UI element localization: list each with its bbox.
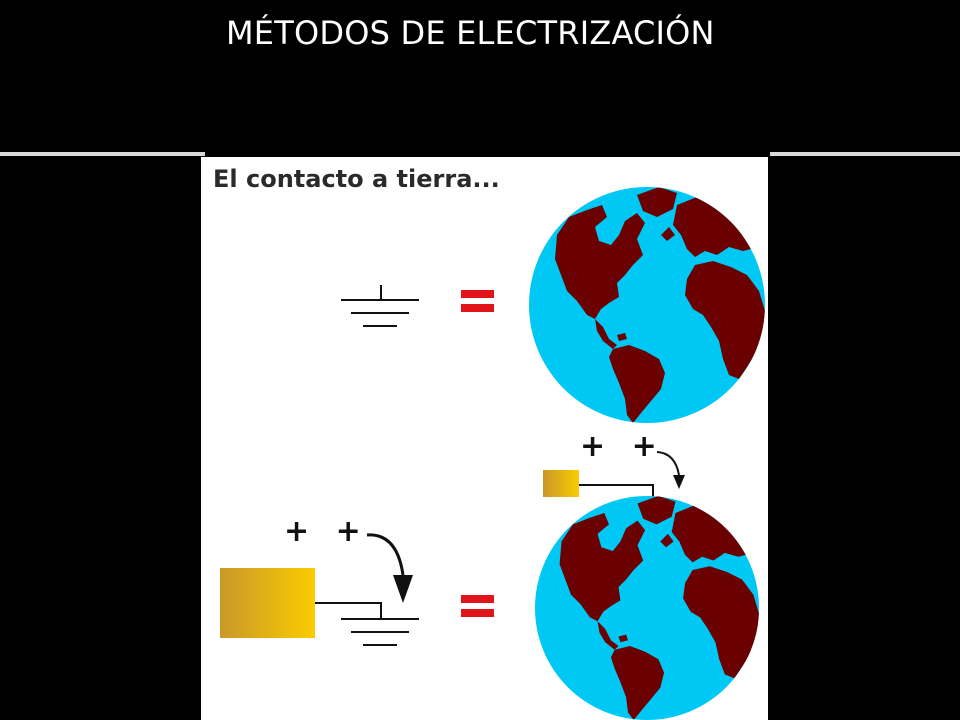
- charged-block-icon: [543, 470, 579, 497]
- divider-left: [0, 152, 205, 156]
- equals-sign-icon: [461, 595, 494, 617]
- equals-sign-icon: [461, 290, 494, 312]
- ground-wire-bottom: [315, 602, 419, 646]
- divider-right: [770, 152, 960, 156]
- charged-block-icon: [220, 568, 315, 638]
- slide-title: MÉTODOS DE ELECTRIZACIÓN: [226, 14, 715, 52]
- positive-charge-label: + +: [284, 514, 369, 549]
- earth-globe-icon: [535, 495, 760, 720]
- down-arrow-icon: [366, 533, 413, 603]
- diagram-panel: El contacto a tierra... + + + +: [201, 157, 768, 720]
- ground-symbol-top: [341, 285, 419, 327]
- down-arrow-icon: [656, 451, 685, 489]
- title-bar: MÉTODOS DE ELECTRIZACIÓN: [0, 0, 960, 150]
- earth-globe-icon: [529, 187, 765, 423]
- diagram-canvas: [220, 187, 765, 720]
- diagram-subtitle: El contacto a tierra...: [213, 165, 500, 193]
- positive-charge-label: + +: [580, 429, 665, 464]
